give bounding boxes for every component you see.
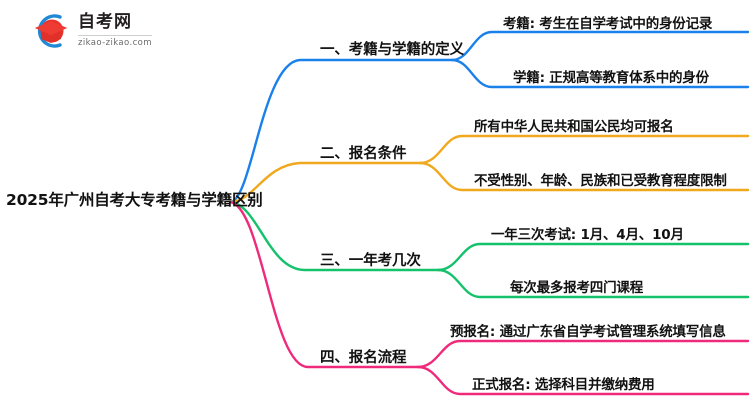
logo-site-url: zikao-zikao.com: [78, 35, 152, 48]
mindmap-leaf-node-1-2[interactable]: 学籍: 正规高等教育体系中的身份: [513, 70, 709, 86]
logo-graduation-cap-icon: [30, 12, 72, 50]
mindmap-leaf-node-3-1[interactable]: 一年三次考试: 1月、4月、10月: [491, 227, 684, 243]
mindmap-leaf-node-1-1[interactable]: 考籍: 考生在自学考试中的身份记录: [503, 16, 713, 32]
branch-connector-4: [228, 200, 750, 396]
mindmap-leaf-node-2-2[interactable]: 不受性别、年龄、民族和已受教育程度限制: [474, 173, 727, 189]
mindmap-leaf-node-4-1[interactable]: 预报名: 通过广东省自学考试管理系统填写信息: [450, 324, 726, 340]
mindmap-branch-node-4[interactable]: 四、报名流程: [320, 350, 407, 366]
site-logo[interactable]: 自考网 zikao-zikao.com: [30, 12, 152, 50]
logo-site-name: 自考网: [78, 12, 132, 33]
mindmap-branch-node-1[interactable]: 一、考籍与学籍的定义: [320, 42, 464, 58]
mindmap-leaf-node-4-2[interactable]: 正式报名: 选择科目并缴纳费用: [472, 377, 655, 393]
branch-connector-1: [228, 30, 750, 204]
mindmap-root-node[interactable]: 2025年广州自考大专考籍与学籍区别: [6, 191, 263, 209]
mindmap-leaf-node-2-1[interactable]: 所有中华人民共和国公民均可报名: [474, 119, 674, 135]
mindmap-leaf-node-3-2[interactable]: 每次最多报考四门课程: [510, 280, 643, 296]
mindmap-branch-node-2[interactable]: 二、报名条件: [320, 146, 407, 162]
branch-connector-2: [228, 134, 750, 204]
branch-connector-3: [228, 200, 750, 299]
logo-text: 自考网 zikao-zikao.com: [78, 14, 152, 48]
mindmap-branch-node-3[interactable]: 三、一年考几次: [320, 253, 421, 269]
